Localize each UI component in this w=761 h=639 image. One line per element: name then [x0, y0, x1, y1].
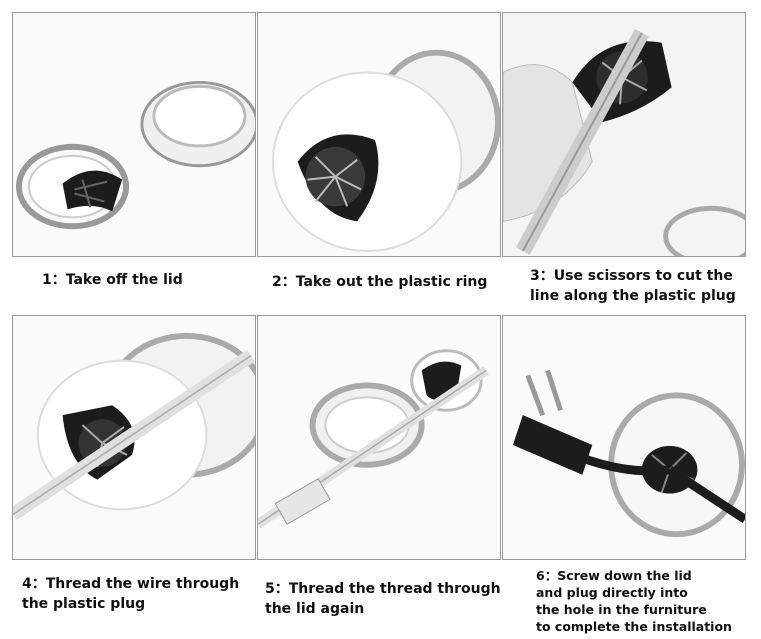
step-3-photo: [502, 12, 746, 257]
step-3-illustration: [503, 13, 745, 256]
step-1-illustration: [15, 80, 255, 230]
step-2-illustration: [271, 49, 500, 253]
step-5-caption: 5：Thread the thread through the lid agai…: [265, 581, 501, 617]
step-2-caption: 2：Take out the plastic ring: [272, 274, 488, 290]
step-5-illustration: [258, 349, 489, 529]
step-3-caption: 3：Use scissors to cut the line along the…: [530, 268, 736, 304]
step-6-illustration: [512, 369, 745, 538]
step-4-caption: 4：Thread the wire through the plastic pl…: [22, 576, 240, 612]
step-1-caption: 1：Take off the lid: [42, 272, 183, 288]
step-5-photo: [257, 315, 501, 560]
step-1-photo: [12, 12, 256, 257]
step-4-illustration: [13, 332, 255, 521]
step-6-caption: 6：Screw down the lid and plug directly i…: [536, 568, 732, 634]
step-4-photo: [12, 315, 256, 560]
step-2-photo: [257, 12, 501, 257]
step-6-photo: [502, 315, 746, 560]
